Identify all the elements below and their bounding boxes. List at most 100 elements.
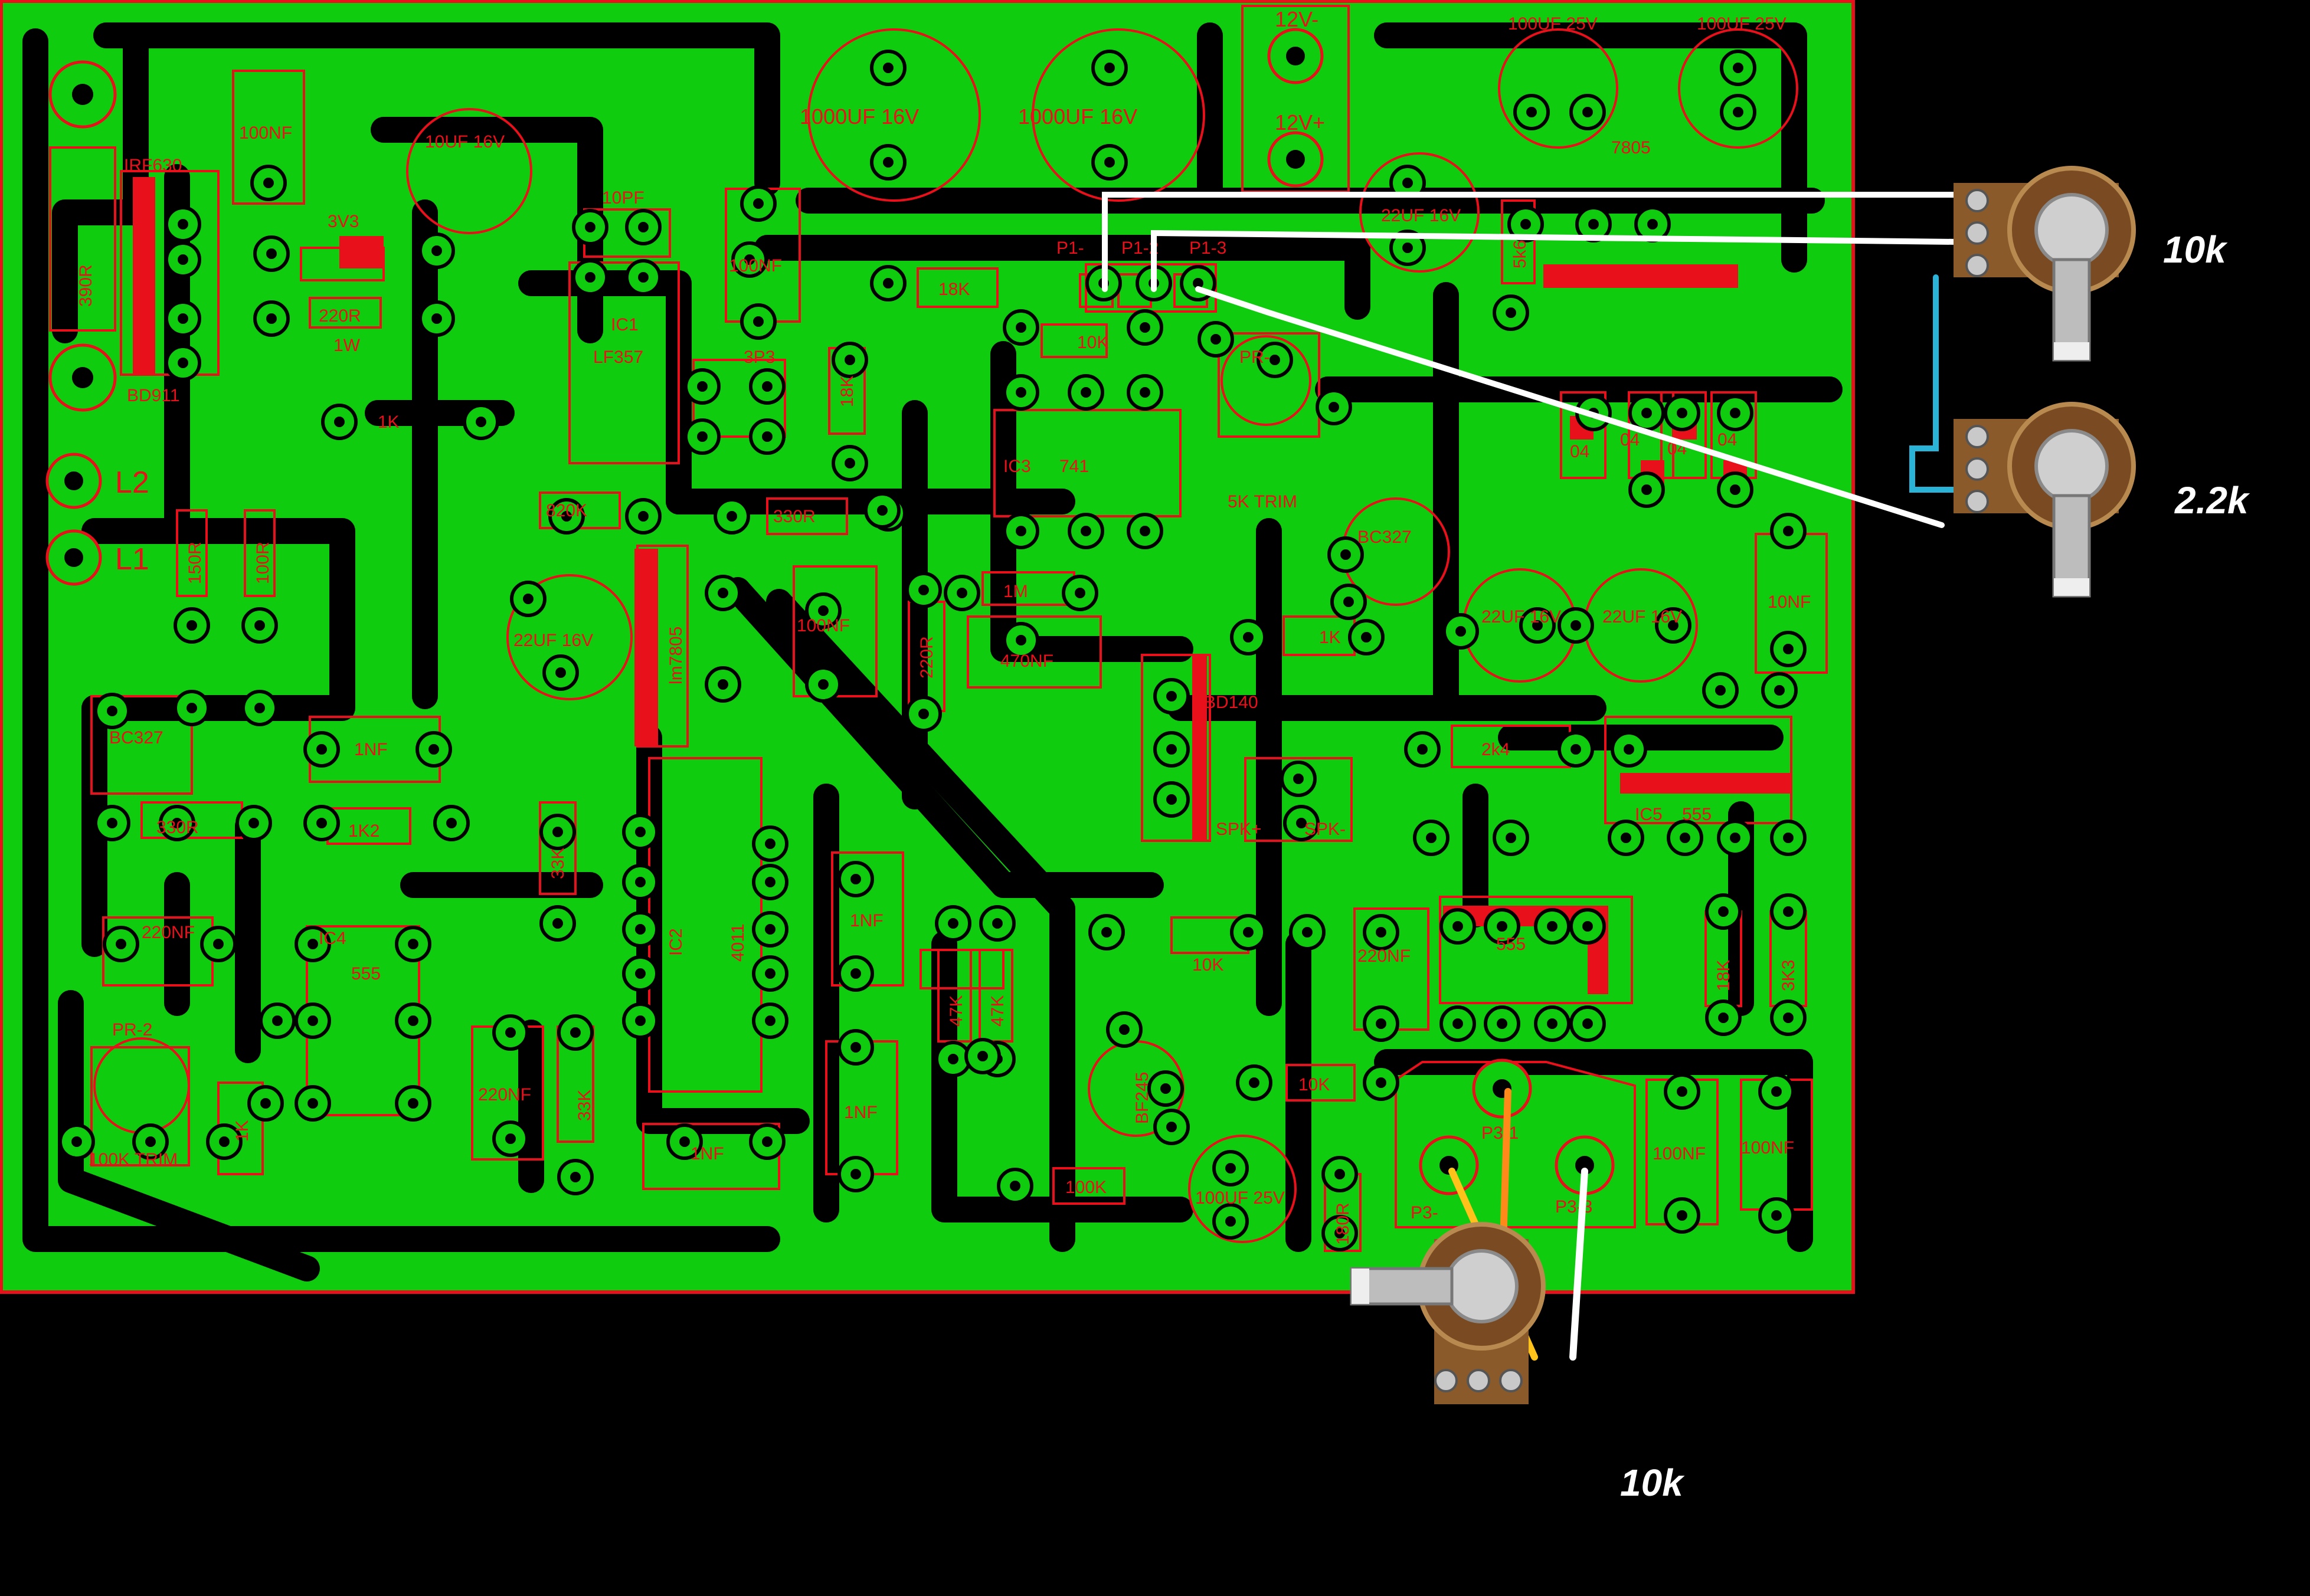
pot-middle-label: 2.2k xyxy=(2174,479,2250,522)
pad-hole xyxy=(1104,63,1115,73)
label-r-3k3: 3K3 xyxy=(1779,960,1798,991)
pad-hole xyxy=(1104,157,1115,168)
label-r-1k-b: 1K xyxy=(1319,628,1341,647)
pad-hole xyxy=(316,744,327,755)
label-p3-2: P3- xyxy=(1411,1203,1438,1223)
label-c-3p3: 3P3 xyxy=(744,348,775,367)
label-c-1000uf-b: 1000UF 16V xyxy=(1018,104,1137,129)
pad-hole xyxy=(1532,620,1543,631)
pad-hole xyxy=(765,877,776,887)
pad-hole xyxy=(1497,921,1507,932)
label-r-330r-b: 330R xyxy=(156,818,199,837)
label-p3-3: P3-3 xyxy=(1555,1197,1592,1217)
pad-hole xyxy=(1624,744,1634,755)
label-ic-555-mid: 555 xyxy=(1496,935,1526,954)
pad-hole xyxy=(1193,278,1203,289)
label-ic2-part: 4011 xyxy=(728,923,748,962)
label-r-10k-mid: 10K xyxy=(1192,955,1223,975)
pad-hole xyxy=(845,458,855,468)
pot-bottom-label: 10k xyxy=(1620,1461,1685,1504)
pad-hole xyxy=(1269,355,1280,365)
pad-hole xyxy=(1243,632,1254,643)
pad-hole xyxy=(765,838,776,849)
pad-hole xyxy=(992,918,1003,929)
pad-hole xyxy=(765,968,776,979)
pad-hole xyxy=(1343,597,1354,607)
pad-hole xyxy=(1641,484,1652,495)
pad-hole xyxy=(1774,685,1785,696)
pad-hole xyxy=(431,313,442,324)
pad-hole xyxy=(307,939,318,949)
label-r-18k-b: 18K xyxy=(1714,960,1733,991)
potentiometer-icon xyxy=(1954,404,2134,596)
label-reg-7805: 7805 xyxy=(1611,138,1651,158)
pad-hole xyxy=(178,254,188,265)
pad-hole xyxy=(638,222,649,232)
pad-hole xyxy=(1081,526,1091,536)
pad-hole xyxy=(1166,744,1177,755)
label-q-bd140: BD140 xyxy=(1204,693,1258,712)
pad-hole xyxy=(1570,744,1581,755)
pad-hole xyxy=(178,313,188,324)
pad-hole xyxy=(1506,833,1516,843)
pad-hole xyxy=(1101,927,1112,938)
pad-hole xyxy=(505,1027,516,1038)
pad-hole xyxy=(446,818,457,828)
pad-hole xyxy=(1677,408,1687,418)
wire-p1-3 xyxy=(1195,286,1945,528)
pad-hole xyxy=(1677,1086,1687,1097)
pad-hole xyxy=(1376,927,1386,938)
pad-hole xyxy=(570,1172,581,1182)
label-p1-3: P1-3 xyxy=(1189,238,1226,258)
pad-hole xyxy=(1376,1077,1386,1088)
pad-hole xyxy=(1526,107,1537,117)
pad-hole xyxy=(1455,626,1466,637)
pad-hole xyxy=(845,355,855,365)
label-trim-100k: 100K TRIM xyxy=(89,1150,178,1169)
pad-hole xyxy=(1520,219,1531,230)
pad-hole xyxy=(1783,526,1794,536)
label-d-4-a: 04 xyxy=(1570,442,1589,461)
pad-hole xyxy=(1715,685,1726,696)
label-r-18k-h: 18K xyxy=(938,280,970,299)
wire-p1-2 xyxy=(1151,230,1962,292)
pad-hole xyxy=(1783,906,1794,917)
label-l1: L1 xyxy=(115,542,149,576)
pad-hole xyxy=(1140,322,1150,333)
pad-hole xyxy=(1582,921,1593,932)
label-v-plus: 12V+ xyxy=(1275,110,1325,135)
trace-layer xyxy=(22,22,1843,1282)
pad-hole xyxy=(172,818,182,828)
pad-hole xyxy=(408,939,418,949)
pad-hole xyxy=(1293,774,1304,784)
pad-hole xyxy=(1547,1018,1558,1029)
pad-hole xyxy=(213,939,224,949)
pad-hole xyxy=(1160,1083,1171,1094)
label-d-4-d: 04 xyxy=(1717,430,1737,450)
label-c-10nf: 10NF xyxy=(1768,592,1811,612)
label-d-4-b: 04 xyxy=(1620,430,1640,450)
label-c-100uf-25v-a: 100UF 25V xyxy=(1508,14,1598,34)
pad-hole xyxy=(1641,408,1652,418)
label-r-2k4: 2k4 xyxy=(1481,740,1510,759)
pad-hole xyxy=(635,827,646,837)
pad-hole xyxy=(1730,484,1740,495)
pad-hole xyxy=(638,511,649,522)
label-c-1nf-c: 1NF xyxy=(691,1144,724,1164)
pad-hole xyxy=(1334,1169,1345,1179)
pad-hole xyxy=(272,1015,283,1026)
pad-hole xyxy=(1166,1122,1177,1132)
pad-hole xyxy=(266,313,277,324)
pad-hole xyxy=(476,417,486,427)
pad-hole xyxy=(744,254,755,265)
pad-hole xyxy=(765,1015,776,1026)
pad-hole xyxy=(948,1054,958,1064)
pad-hole xyxy=(727,511,737,522)
pad-hole xyxy=(1016,526,1026,536)
label-c-22uf-a: 22UF 16V xyxy=(1481,607,1561,627)
pad-hole xyxy=(850,1042,861,1053)
pad-hole xyxy=(178,219,188,230)
pad-hole xyxy=(254,620,265,631)
label-c-10uf: 10UF 16V xyxy=(425,132,505,152)
label-ic1-part: LF357 xyxy=(593,348,643,367)
